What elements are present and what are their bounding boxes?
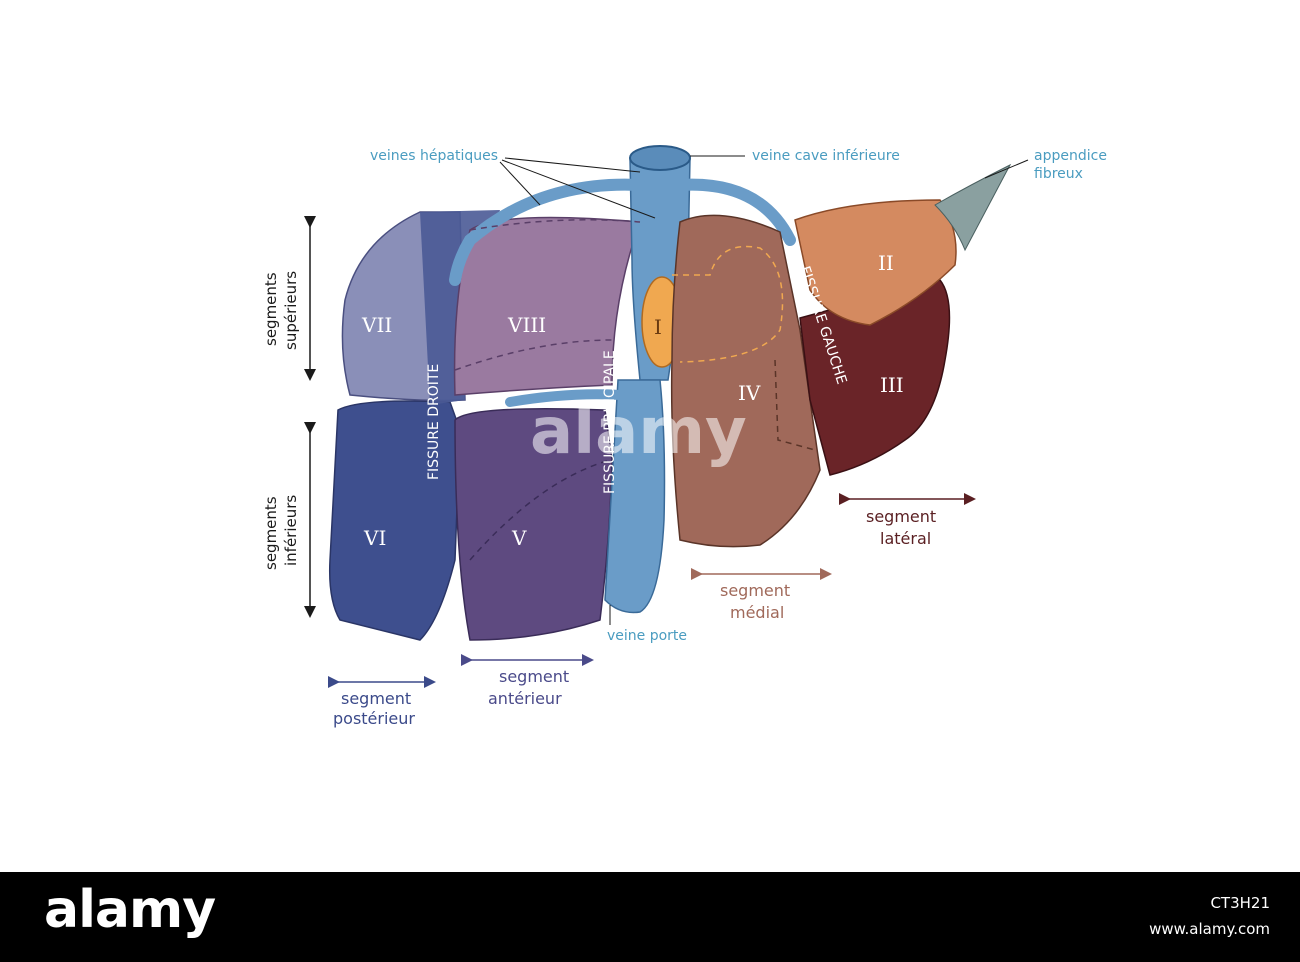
segment-ii-label: II (878, 251, 894, 275)
superior-label-1: segments (262, 272, 280, 346)
left-hepatic-vein (674, 178, 796, 246)
vena-cava-label: veine cave inférieure (752, 148, 900, 164)
stock-banner: alamy CT3H21 www.alamy.com (0, 872, 1300, 962)
segment-iii-label: III (880, 373, 904, 397)
anterior-label-1: segment (499, 667, 569, 686)
hepatic-veins-label: veines hépatiques (370, 148, 498, 164)
portal-branch (505, 389, 625, 407)
inferior-label-2: inférieurs (282, 495, 300, 566)
segment-ii-shape (794, 199, 957, 326)
segment-vi-shape (328, 400, 461, 641)
right-hepatic-vein (449, 178, 646, 286)
middle-hepatic-vein (647, 185, 660, 260)
image-id: CT3H21 (1210, 894, 1270, 912)
fissure-right-label: FISSURE DROITE (426, 364, 442, 480)
lateral-label-1: segment (866, 507, 936, 526)
segment-vii-label: VII (361, 313, 392, 337)
lateral-label-2: latéral (880, 529, 931, 548)
segment-v-label: V (511, 526, 527, 550)
appendix-label-1: appendice (1034, 148, 1107, 164)
segment-v-shape (454, 408, 613, 641)
liver-diagram: veines hépatiques veine cave inférieure … (262, 145, 1107, 728)
posterior-label-2: postérieur (333, 709, 415, 728)
anterior-label-2: antérieur (488, 689, 562, 708)
watermark: alamy (530, 395, 747, 469)
segment-iii-shape (799, 279, 951, 476)
fibrous-appendix (934, 163, 1012, 252)
superior-label-2: supérieurs (282, 271, 300, 350)
segment-vi-label: VI (363, 526, 386, 550)
appendix-label-2: fibreux (1034, 166, 1083, 182)
posterior-label-1: segment (341, 689, 411, 708)
inferior-label-1: segments (262, 496, 280, 570)
medial-label-2: médial (730, 603, 784, 622)
vena-cava-opening (629, 145, 691, 171)
segment-viii-label: VIII (507, 313, 546, 337)
portal-vein-label: veine porte (607, 628, 687, 644)
segment-iv-label: IV (738, 381, 761, 405)
medial-label-1: segment (720, 581, 790, 600)
site-url: www.alamy.com (1149, 920, 1270, 938)
segment-i-label: I (654, 315, 662, 339)
portal-vein (604, 379, 666, 614)
alamy-logo: alamy (44, 880, 216, 940)
fissure-main-label: FISSURE PRINCIPALE (602, 350, 618, 494)
segment-viii-shape (453, 216, 642, 396)
